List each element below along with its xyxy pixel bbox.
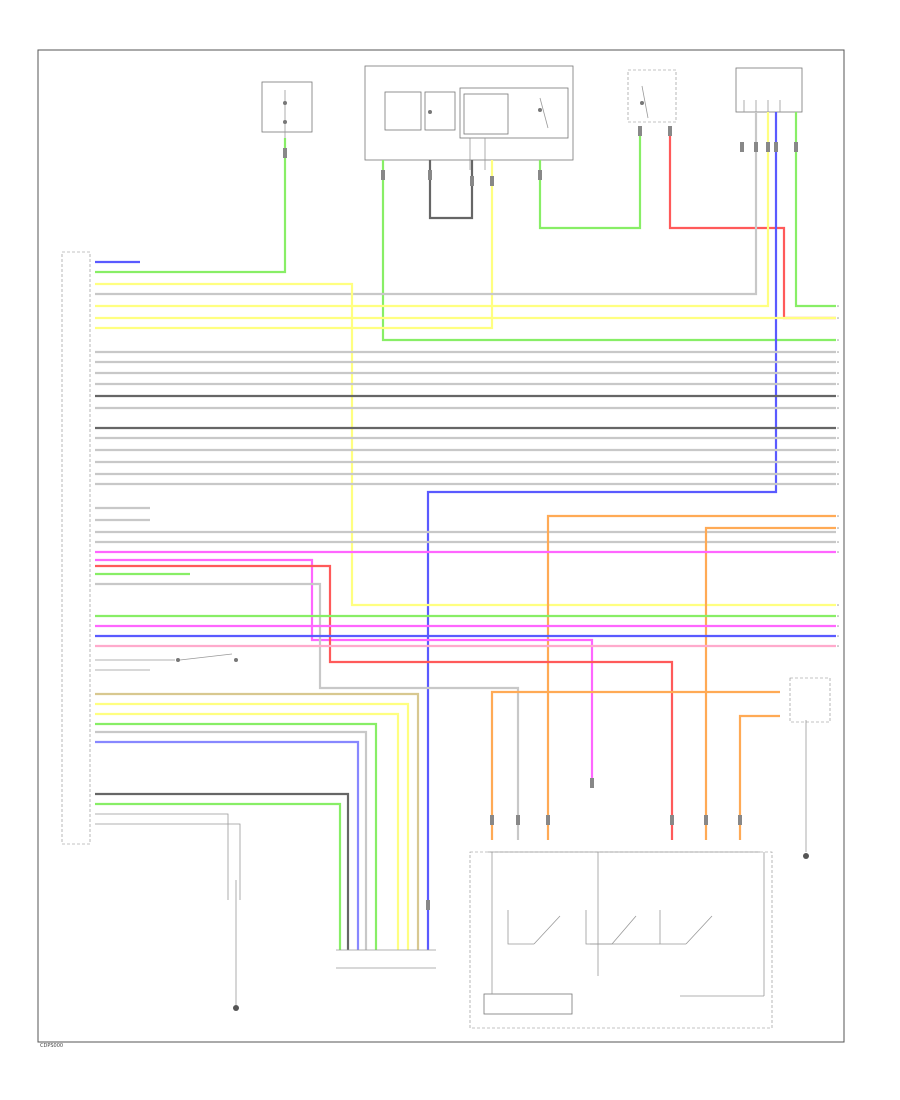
wire-pink-drop [95,558,594,780]
wire-orange-4 [738,714,780,840]
lower-right-switch-assembly [469,851,773,1029]
bottom-connector [336,949,436,969]
wire-gray-to-bottom [95,582,520,840]
wire-green-right [794,112,836,308]
wire-orange-1 [546,514,836,840]
wire-yellow-top [95,282,836,607]
diagram-frame [37,49,845,1043]
connector-ticks [283,126,798,910]
wire-yellow-center [95,160,494,330]
top-left-sensor [261,81,313,138]
right-edge-terminals [837,305,839,647]
wire-gray-down [95,730,368,950]
wire-gray-short-1 [95,813,229,900]
left-control-module [61,251,91,845]
wire-red-main [95,564,674,840]
wire-green-down-2 [95,802,342,950]
wire-green-u [538,128,642,230]
ground-bottom-left [233,880,239,1011]
wire-red-top-right [668,128,836,320]
wire-blue-main [426,112,778,950]
wire-black-loop [428,160,474,220]
wire-gray-short-2 [95,823,241,900]
wire-gray-right-1 [95,112,758,296]
wire-yellow-right [95,112,770,308]
wire-orange-3 [490,690,780,840]
wire-yellow-down-1 [95,702,410,950]
top-center-relay-block [364,65,574,170]
top-right-switch [627,69,677,123]
wire-orange-2 [704,526,836,840]
top-right-connector [735,67,803,113]
right-side-connector [789,677,831,723]
wire-green-top-center [381,160,836,342]
wire-green-down [95,722,378,950]
wire-yellow-down-2 [95,712,400,950]
wire-tan-down [95,692,420,950]
wire-green-top-left [95,138,287,274]
wire-blue-down [95,740,360,950]
switch-symbol-left [176,653,238,662]
page-code: CDPS000 [40,1043,63,1049]
wire-darkgray-down [95,792,350,950]
ground-bottom-right [803,720,809,859]
